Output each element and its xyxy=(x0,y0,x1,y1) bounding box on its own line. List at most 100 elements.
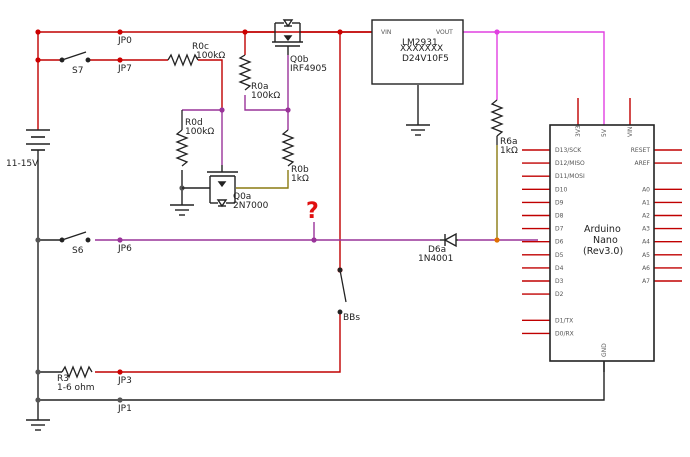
reg-vin-pin: VIN xyxy=(381,29,391,36)
node-vout-r6a xyxy=(494,29,500,35)
ground-symbol-reg xyxy=(406,124,430,136)
wire-r0a-bottom xyxy=(244,95,288,111)
q0b-name: Q0b xyxy=(290,55,309,65)
jp3-label: JP3 xyxy=(117,376,132,386)
mosfet-q0b xyxy=(272,19,303,55)
arduino-pin-label-d2: D2 xyxy=(555,291,564,298)
arduino-pin-label-a4: A4 xyxy=(642,239,650,246)
arduino-pin-label-a6: A6 xyxy=(642,265,650,272)
r6a-name: R6a xyxy=(500,137,518,147)
arduino-pin-label-reset: RESET xyxy=(631,147,651,154)
arduino-pin-label-d0-rx: D0/RX xyxy=(555,330,574,337)
node-top-left xyxy=(35,29,41,35)
node-jp6 xyxy=(117,237,123,243)
wire-r0b-to-q0a xyxy=(236,170,289,189)
node-r3-left xyxy=(35,369,41,375)
arduino-pin-label-d11-mosi: D11/MOSI xyxy=(555,173,585,180)
wire-r0c-node xyxy=(198,59,223,110)
node-top-r0a xyxy=(242,29,248,35)
arduino-pin-label-d9: D9 xyxy=(555,199,564,206)
arduino-rev: (Rev3.0) xyxy=(583,246,623,257)
arduino-nano-box xyxy=(549,124,655,362)
r0d-name: R0d xyxy=(185,118,203,128)
arduino-name: Arduino xyxy=(584,224,621,235)
arduino-pin-label-a3: A3 xyxy=(642,226,650,233)
arduino-pin-label-d12-miso: D12/MISO xyxy=(555,160,585,167)
arduino-pin-label-d3: D3 xyxy=(555,278,564,285)
r0c-value: 100kΩ xyxy=(196,51,225,61)
resistor-r0c xyxy=(167,53,199,67)
switch-s7 xyxy=(59,51,91,63)
node-jp0 xyxy=(117,29,123,35)
reg-line1: LM2931 xyxy=(402,38,438,48)
node-gate-q0b xyxy=(285,107,291,113)
diode-d6a xyxy=(440,232,458,248)
arduino-pin-label-d8: D8 xyxy=(555,213,564,220)
q0a-name: Q0a xyxy=(233,192,251,202)
r3-value: 1-6 ohm xyxy=(57,383,95,393)
wire-bbs-low xyxy=(120,312,341,373)
s7-label: S7 xyxy=(72,66,83,76)
r0b-value: 1kΩ xyxy=(291,174,309,184)
resistor-r6a xyxy=(490,99,504,145)
ground-symbol-main xyxy=(26,419,50,431)
node-jp3 xyxy=(117,369,123,375)
regulator-box xyxy=(371,19,464,85)
q0b-part: IRF4905 xyxy=(290,64,327,74)
arduino-pin-label-3v3: 3V3 xyxy=(575,125,582,137)
wires xyxy=(37,31,605,420)
supply-label: 11-15V xyxy=(6,159,39,169)
r6a-value: 1kΩ xyxy=(500,146,518,156)
r0a-name: R0a xyxy=(251,82,269,92)
arduino-pin-label-d1-tx: D1/TX xyxy=(555,317,573,324)
r0d-value: 100kΩ xyxy=(185,127,214,137)
arduino-pin-label-d6: D6 xyxy=(555,239,564,246)
q0a-part: 2N7000 xyxy=(233,201,269,211)
r0a-value: 100kΩ xyxy=(251,91,280,101)
node-top-bbs xyxy=(337,29,343,35)
arduino-pin-label-vin: VIN xyxy=(627,127,634,137)
arduino-pin-label-5v: 5V xyxy=(601,128,608,137)
switch-s6 xyxy=(59,231,91,243)
d6a-part: 1N4001 xyxy=(418,254,453,264)
resistor-r0d xyxy=(175,110,189,167)
bbs-label: BBs xyxy=(343,313,360,323)
resistor-r0b xyxy=(281,129,295,167)
node-qmark xyxy=(311,237,317,243)
mosfet-q0a xyxy=(182,165,238,208)
r0c-name: R0c xyxy=(192,42,209,52)
battery-symbol xyxy=(26,129,50,151)
node-jp7 xyxy=(117,57,123,63)
node-jp1-left xyxy=(35,397,41,403)
node-gate-r0d xyxy=(219,107,225,113)
arduino-pin-label-aref: AREF xyxy=(634,160,650,167)
resistor-r0a xyxy=(238,54,252,91)
arduino-pin-label-d13-sck: D13/SCK xyxy=(555,147,582,154)
r3-name: R3 xyxy=(57,374,69,384)
arduino-pin-labels: D13/SCKD12/MISOD11/MOSID10D9D8D7D6D5D4D3… xyxy=(555,125,651,357)
ground-symbol-q0a xyxy=(170,204,194,216)
node-jp1 xyxy=(117,397,123,403)
jp6-label: JP6 xyxy=(117,244,132,254)
jp0-label: JP0 xyxy=(117,36,132,46)
node-s6-left xyxy=(35,237,41,243)
arduino-pin-label-a5: A5 xyxy=(642,252,650,259)
arduino-pin-label-gnd: GND xyxy=(601,343,608,357)
d6a-name: D6a xyxy=(428,245,446,255)
node-r6a-d6 xyxy=(494,237,500,243)
wire-jp1 xyxy=(38,362,605,401)
node-s7-left xyxy=(35,57,41,63)
r0b-name: R0b xyxy=(291,165,309,175)
arduino-pin-label-a7: A7 xyxy=(642,278,650,285)
arduino-pin-label-a0: A0 xyxy=(642,186,650,193)
switch-bbs xyxy=(337,267,347,315)
question-mark-annotation: ? xyxy=(306,199,319,224)
s6-label: S6 xyxy=(72,246,84,256)
reg-line2: XXXXXXX xyxy=(400,44,443,54)
jp1-label: JP1 xyxy=(117,404,132,414)
junction-nodes xyxy=(35,29,500,403)
arduino-pin-label-d7: D7 xyxy=(555,226,564,233)
arduino-pin-label-d10: D10 xyxy=(555,186,567,193)
arduino-pin-label-a1: A1 xyxy=(642,199,650,206)
